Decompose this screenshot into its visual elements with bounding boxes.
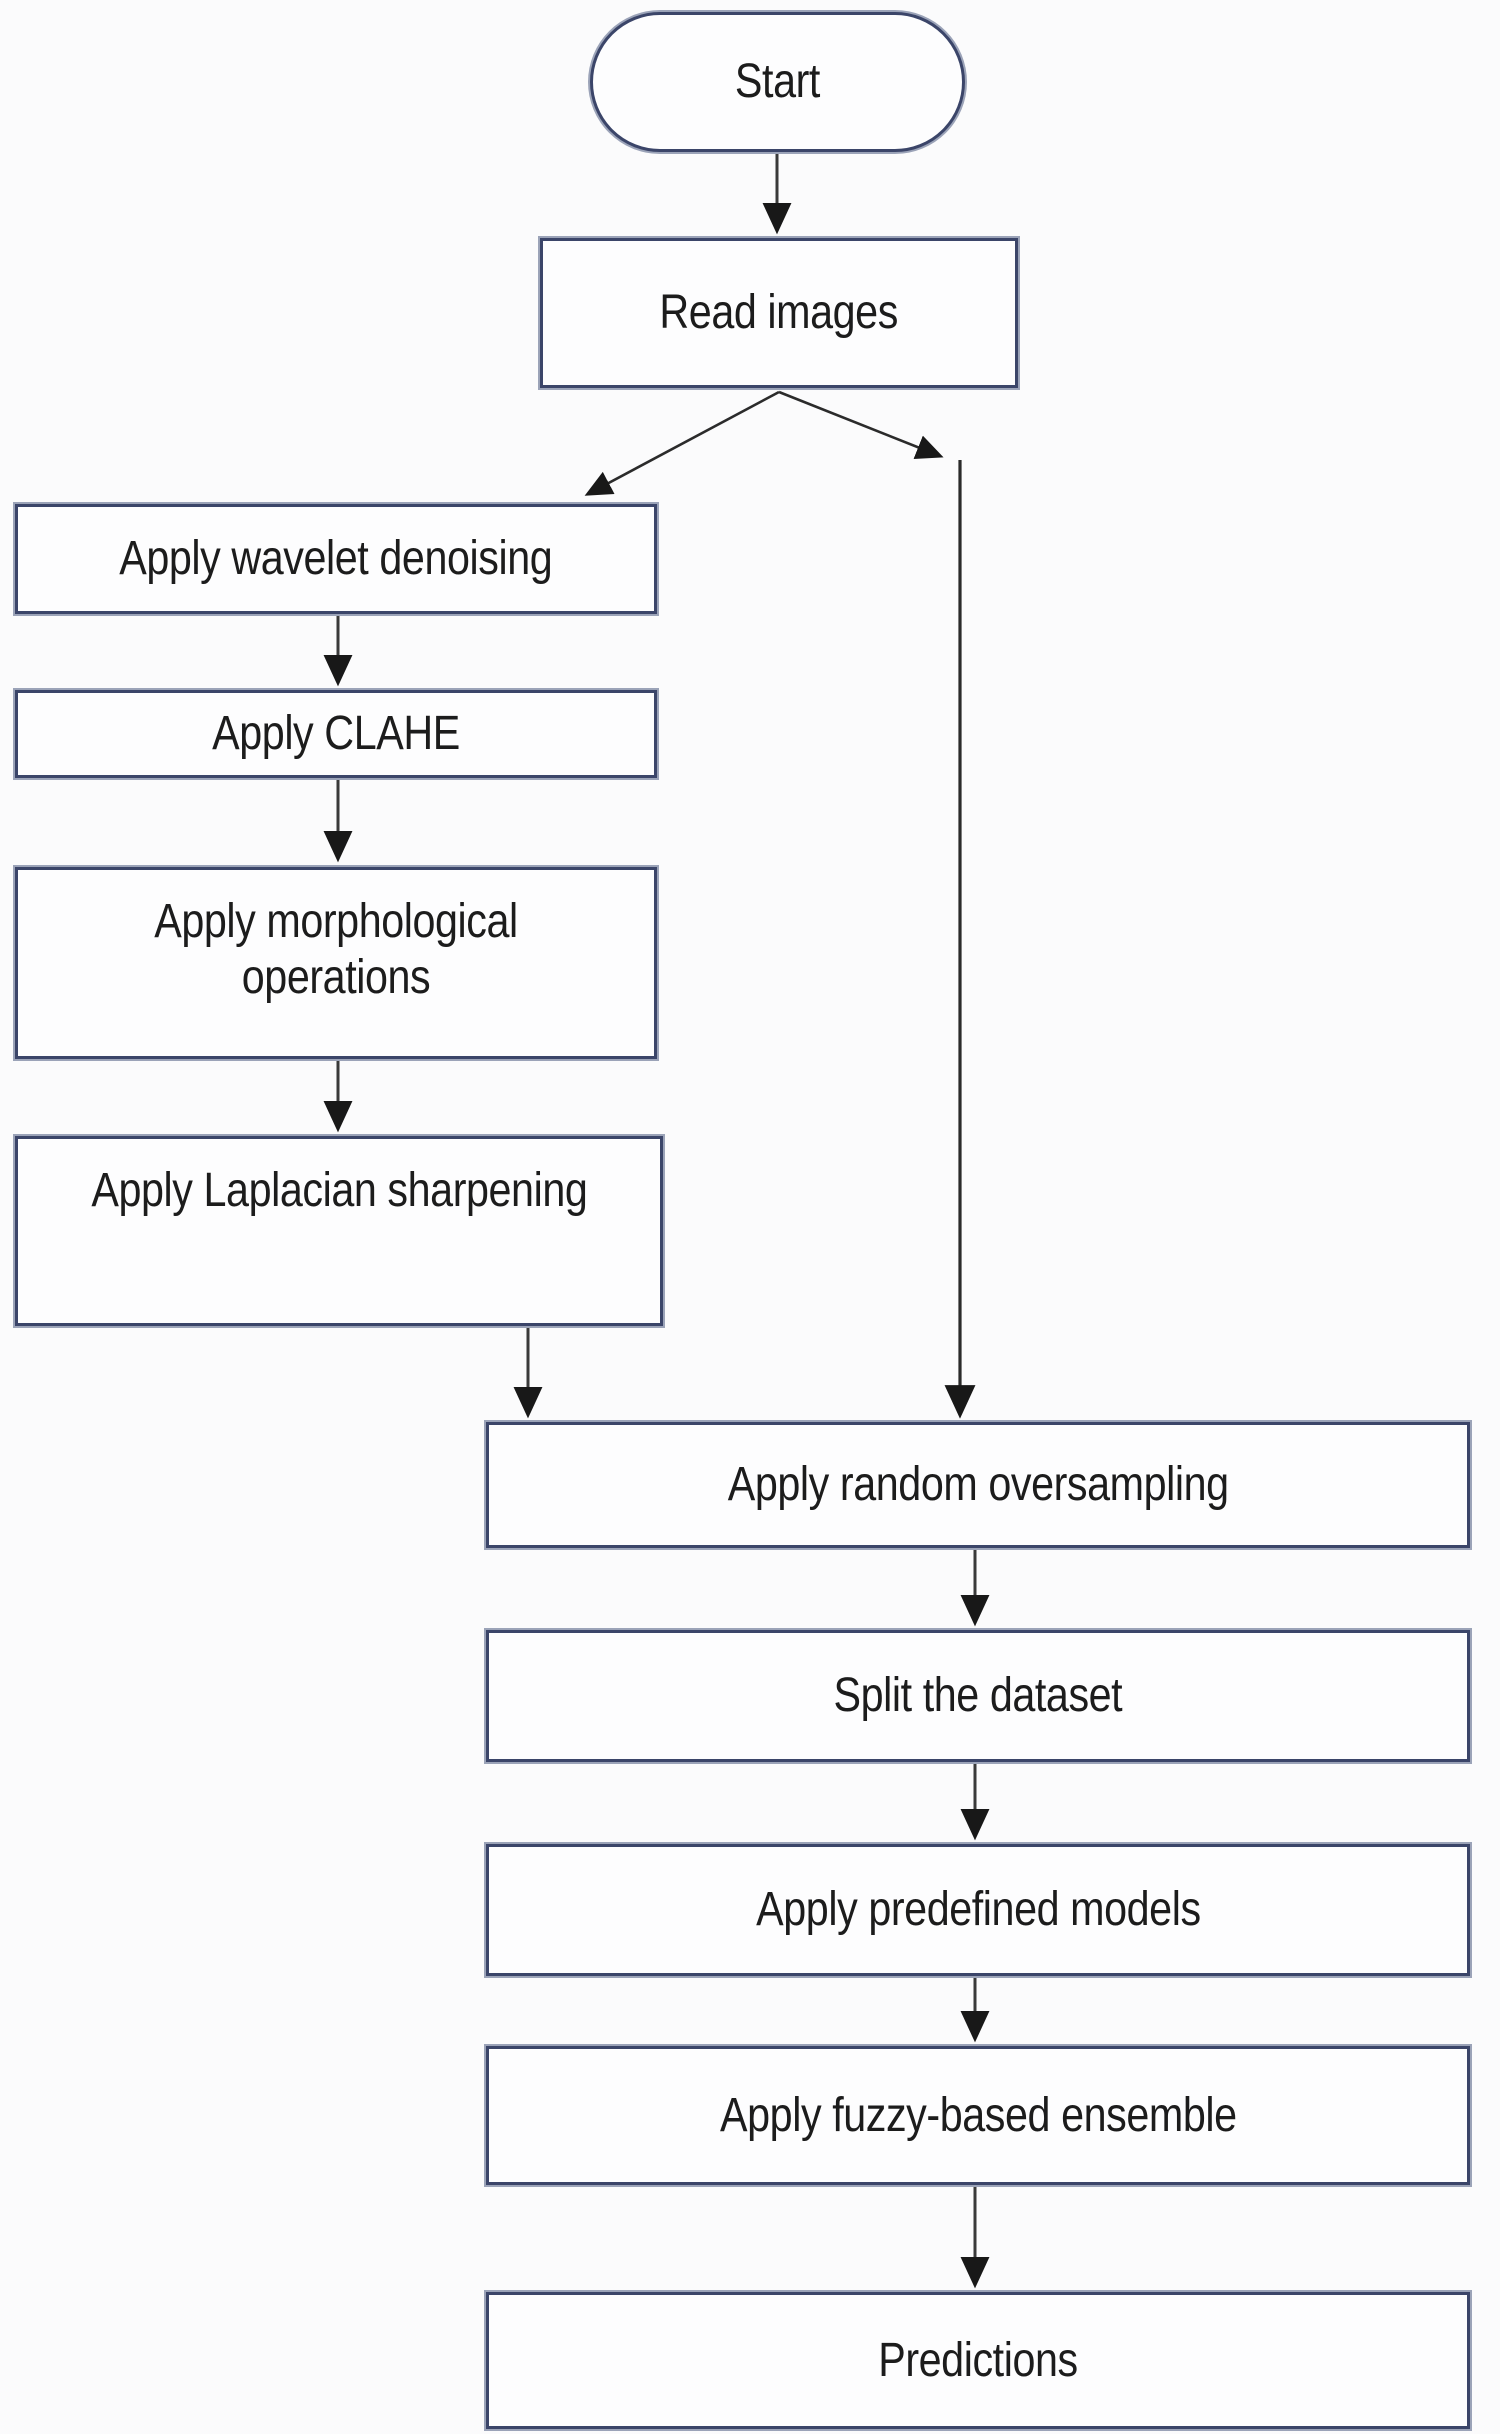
node-morphological-operations: Apply morphological operations [15, 867, 657, 1059]
node-predictions-label: Predictions [878, 2333, 1078, 2387]
node-read-images: Read images [540, 238, 1018, 388]
node-start-label: Start [734, 55, 821, 109]
node-morphological-operations-label: Apply morphological operations [154, 895, 518, 1004]
node-clahe-label: Apply CLAHE [212, 707, 460, 761]
node-predefined-models-label: Apply predefined models [755, 1883, 1201, 1937]
node-fuzzy-ensemble-label: Apply fuzzy-based ensemble [719, 2088, 1237, 2142]
node-random-oversampling-label: Apply random oversampling [727, 1458, 1229, 1512]
node-random-oversampling: Apply random oversampling [486, 1422, 1470, 1548]
node-wavelet-denoising-label: Apply wavelet denoising [119, 532, 553, 586]
edge-read-images-to-elbow [778, 390, 944, 459]
node-clahe: Apply CLAHE [15, 690, 657, 778]
edge-read-images-to-wavelet [584, 390, 780, 496]
node-split-dataset: Split the dataset [486, 1630, 1470, 1762]
node-wavelet-denoising: Apply wavelet denoising [15, 504, 657, 614]
node-fuzzy-ensemble: Apply fuzzy-based ensemble [486, 2046, 1470, 2185]
node-predictions: Predictions [486, 2292, 1470, 2429]
node-split-dataset-label: Split the dataset [833, 1669, 1123, 1723]
node-read-images-label: Read images [659, 286, 899, 340]
node-start: Start [590, 12, 965, 152]
node-laplacian-sharpening: Apply Laplacian sharpening [15, 1136, 663, 1326]
node-predefined-models: Apply predefined models [486, 1844, 1470, 1976]
node-laplacian-sharpening-label: Apply Laplacian sharpening [90, 1164, 588, 1217]
